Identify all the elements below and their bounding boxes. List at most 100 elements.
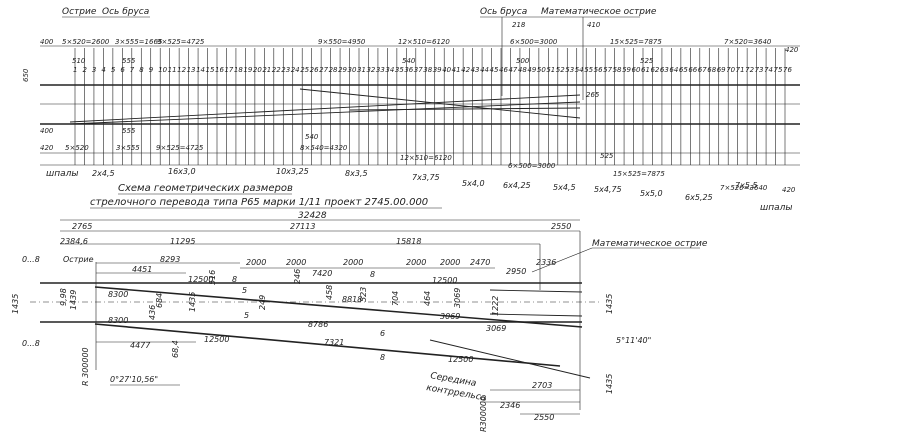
dim-4451: 4451 — [132, 265, 152, 274]
sleeper-number: 11 — [168, 66, 177, 74]
dim-overall: 32428 — [298, 211, 327, 221]
sleeper-number: 22 — [272, 66, 281, 74]
sleeper-number: 64 — [669, 66, 678, 74]
dim-1222: 1222 — [491, 296, 500, 316]
radius-left: R 300000 — [81, 347, 90, 386]
top-dim-510: 510 — [72, 57, 86, 65]
bot-dim-540: 540 — [305, 133, 319, 141]
sleeper-group-label: 6х5,25 — [685, 193, 713, 202]
sleeper-number: 45 — [490, 66, 499, 74]
top-dim-8: 7×520=3640 — [724, 38, 772, 46]
dim-2336: 2336 — [536, 258, 556, 267]
dim-27113: 27113 — [290, 222, 315, 231]
top-dim-6: 6×500=3000 — [510, 38, 558, 46]
sleeper-number: 38 — [423, 66, 432, 74]
sleeper-number: 5 — [111, 66, 116, 74]
label-os-brusa-top: Ось бруса — [102, 7, 149, 17]
bot-dim-6: 6×500=3000 — [508, 162, 556, 170]
dim-2346: 2346 — [500, 401, 520, 410]
switch-rail-2 — [69, 101, 581, 125]
dim-7420: 7420 — [312, 269, 332, 278]
dim-1435-right: 1435 — [605, 294, 614, 314]
dim-8293: 8293 — [160, 255, 180, 264]
sleeper-number: 16 — [215, 66, 224, 74]
sleeper-number: 37 — [414, 66, 423, 74]
sleeper-number: 72 — [745, 66, 754, 74]
angle-right: 5°11'40" — [616, 336, 651, 345]
sleeper-number: 59 — [622, 66, 631, 74]
dim-12500-c: 12500 — [204, 335, 229, 344]
switch-rail — [69, 94, 581, 123]
dim-2550-b: 2550 — [534, 413, 554, 422]
sleeper-number: 68 — [707, 66, 716, 74]
label-shpaly-right: шпалы — [760, 203, 793, 213]
sleeper-number: 13 — [187, 66, 196, 74]
bot-dim-5: 12×510=6120 — [400, 154, 452, 162]
sleeper-number: 53 — [565, 66, 574, 74]
sleeper-number: 46 — [499, 66, 508, 74]
sleeper-number: 65 — [679, 66, 688, 74]
sleeper-number: 56 — [594, 66, 603, 74]
dim-4477: 4477 — [130, 341, 151, 350]
sleeper-group-label: 5х4,0 — [462, 179, 485, 188]
dim-246: 246 — [293, 269, 302, 284]
dim-218: 218 — [512, 21, 526, 29]
sleeper-number: 21 — [262, 66, 271, 74]
bot-dim-1: 5×520 — [65, 144, 89, 152]
sleeper-number: 63 — [660, 66, 669, 74]
sleeper-number: 43 — [471, 66, 480, 74]
dim-436: 436 — [148, 305, 157, 320]
bot-dim-525: 525 — [600, 152, 614, 160]
sleeper-number: 17 — [224, 66, 233, 74]
drawing-title: Схема геометрических размеров стрелочног… — [90, 183, 442, 209]
top-dim-650: 650 — [22, 68, 30, 82]
dim-8786: 8786 — [308, 320, 328, 329]
dim-2950: 2950 — [506, 267, 526, 276]
dim-684: 684 — [155, 293, 164, 308]
dim-8300-b: 8300 — [108, 316, 128, 325]
dim-2550: 2550 — [551, 222, 571, 231]
sleeper-number: 14 — [196, 66, 205, 74]
top-dim-5: 12×510=6120 — [398, 38, 450, 46]
sleeper-number: 30 — [348, 66, 357, 74]
sleeper-group-label: 6х4,25 — [503, 181, 531, 190]
sleeper-number: 47 — [508, 66, 517, 74]
sleeper-number: 69 — [717, 66, 726, 74]
top-dim-3: 9×525=4725 — [157, 38, 205, 46]
top-dim-420: 420 — [785, 46, 799, 54]
top-dim-7: 15×525=7875 — [610, 38, 662, 46]
sleeper-number: 2 — [82, 66, 87, 74]
sleeper-group-label: 5х5,0 — [640, 189, 663, 198]
sleeper-group-label: 5х4,5 — [553, 183, 576, 192]
dim-12500-b: 12500 — [432, 276, 457, 285]
scheme-rail-diverging-1 — [94, 286, 583, 328]
top-dim-500: 500 — [516, 57, 530, 65]
sleeper-number: 28 — [329, 66, 338, 74]
sleeper-group-label: 8х3,5 — [345, 169, 368, 178]
bot-dim-3: 9×525=4725 — [156, 144, 204, 152]
dim-3069: 3069 — [440, 312, 460, 321]
dim-12500-a: 12500 — [188, 275, 213, 284]
sleeper-number: 57 — [603, 66, 612, 74]
dim-1435-mid: 1435 — [188, 292, 197, 312]
dim-6: 6 — [380, 329, 385, 338]
dim-12500-d: 12500 — [448, 355, 473, 364]
bot-dim-2: 3×555 — [116, 144, 140, 152]
sleeper-number: 62 — [650, 66, 659, 74]
dim-2000-5: 2000 — [440, 258, 460, 267]
title-line-1: Схема геометрических размеров — [118, 183, 293, 194]
dim-265: 265 — [586, 91, 600, 99]
sleeper-number: 39 — [433, 66, 442, 74]
sleeper-number: 70 — [726, 66, 735, 74]
sleeper-number: 19 — [243, 66, 252, 74]
sleeper-number: 54 — [575, 66, 584, 74]
sleeper-number: 74 — [764, 66, 773, 74]
dim-8300-a: 8300 — [108, 290, 128, 299]
label-ostrie: Острие — [63, 255, 94, 264]
sleeper-ticks — [74, 48, 786, 165]
top-dim-540: 540 — [402, 57, 416, 65]
dim-1008: 3069 — [453, 288, 462, 308]
